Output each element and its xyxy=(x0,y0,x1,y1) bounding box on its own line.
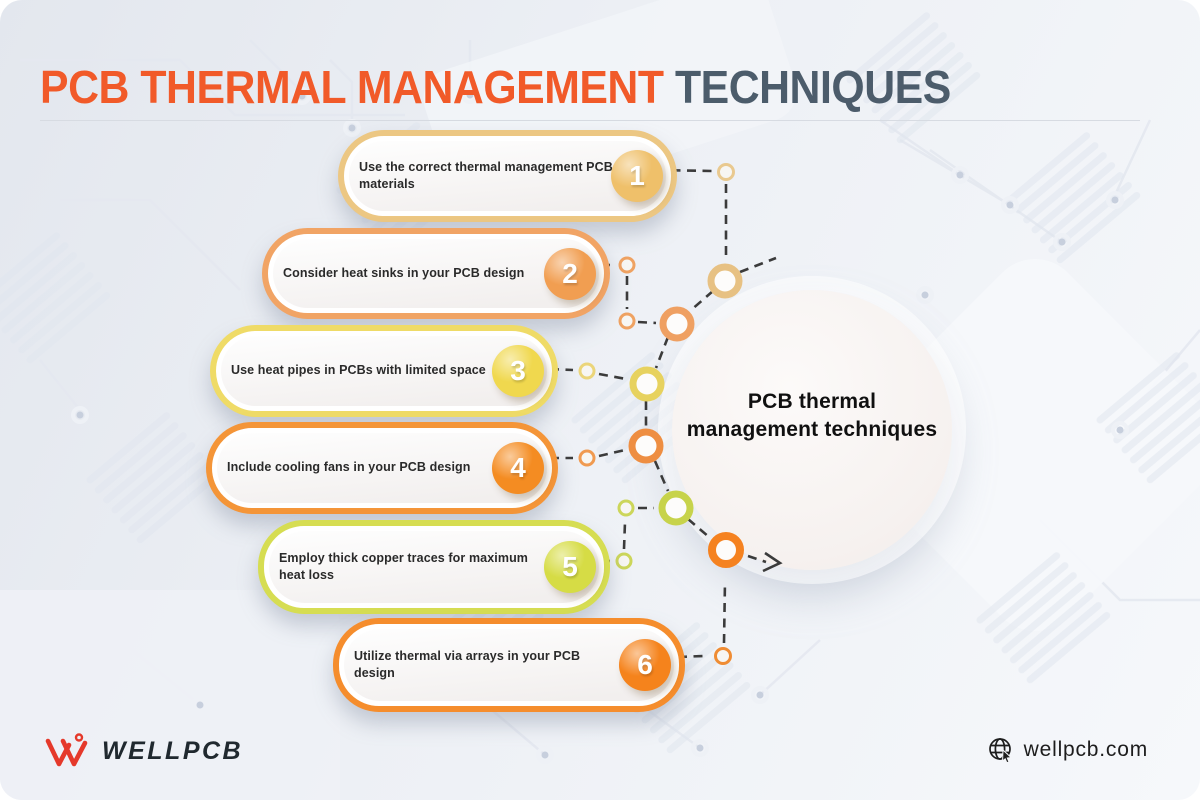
brand-name: WELLPCB xyxy=(102,736,244,765)
technique-label: Use the correct thermal management PCB m… xyxy=(359,159,613,192)
central-topic-circle: PCB thermal management techniques xyxy=(672,290,952,570)
technique-label: Use heat pipes in PCBs with limited spac… xyxy=(231,363,486,378)
step-number-badge: 5 xyxy=(544,541,596,593)
brand-logo: WELLPCB xyxy=(44,732,243,770)
technique-pill-body: Employ thick copper traces for maximum h… xyxy=(269,531,599,603)
arrow-head-icon xyxy=(762,551,783,573)
step-number-badge: 2 xyxy=(544,247,596,300)
technique-label: Employ thick copper traces for maximum h… xyxy=(279,550,529,583)
title-divider xyxy=(40,120,1140,121)
technique-pill-6: Utilize thermal via arrays in your PCB d… xyxy=(333,618,685,712)
arc-node-rings xyxy=(628,263,744,568)
step-number-badge: 6 xyxy=(619,639,671,691)
page-title-accent: TECHNIQUES xyxy=(674,61,951,113)
technique-pill-3: Use heat pipes in PCBs with limited spac… xyxy=(210,325,558,417)
technique-pill-body: Use heat pipes in PCBs with limited spac… xyxy=(221,336,547,406)
technique-label: Consider heat sinks in your PCB design xyxy=(283,265,525,280)
website-link: wellpcb.com xyxy=(987,736,1148,764)
step-number-badge: 3 xyxy=(492,345,544,397)
step-number-badge: 4 xyxy=(492,442,544,494)
page-title: PCB THERMAL MANAGEMENT TECHNIQUES xyxy=(40,60,951,114)
technique-pill-2: Consider heat sinks in your PCB design 2 xyxy=(262,228,610,319)
website-url: wellpcb.com xyxy=(1023,738,1148,761)
central-topic-label: PCB thermal management techniques xyxy=(686,390,938,441)
wellpcb-w-mark-icon xyxy=(45,733,88,767)
technique-pill-1: Use the correct thermal management PCB m… xyxy=(338,130,677,222)
technique-pill-5: Employ thick copper traces for maximum h… xyxy=(258,520,610,614)
technique-label: Include cooling fans in your PCB design xyxy=(227,460,471,475)
technique-pill-4: Include cooling fans in your PCB design … xyxy=(206,422,558,514)
globe-cursor-icon xyxy=(988,738,1012,764)
technique-pill-body: Include cooling fans in your PCB design xyxy=(217,433,547,503)
technique-label: Utilize thermal via arrays in your PCB d… xyxy=(354,648,581,681)
step-number-badge: 1 xyxy=(611,150,663,202)
small-node-rings xyxy=(578,163,735,665)
page-title-main: PCB THERMAL MANAGEMENT xyxy=(40,61,664,113)
